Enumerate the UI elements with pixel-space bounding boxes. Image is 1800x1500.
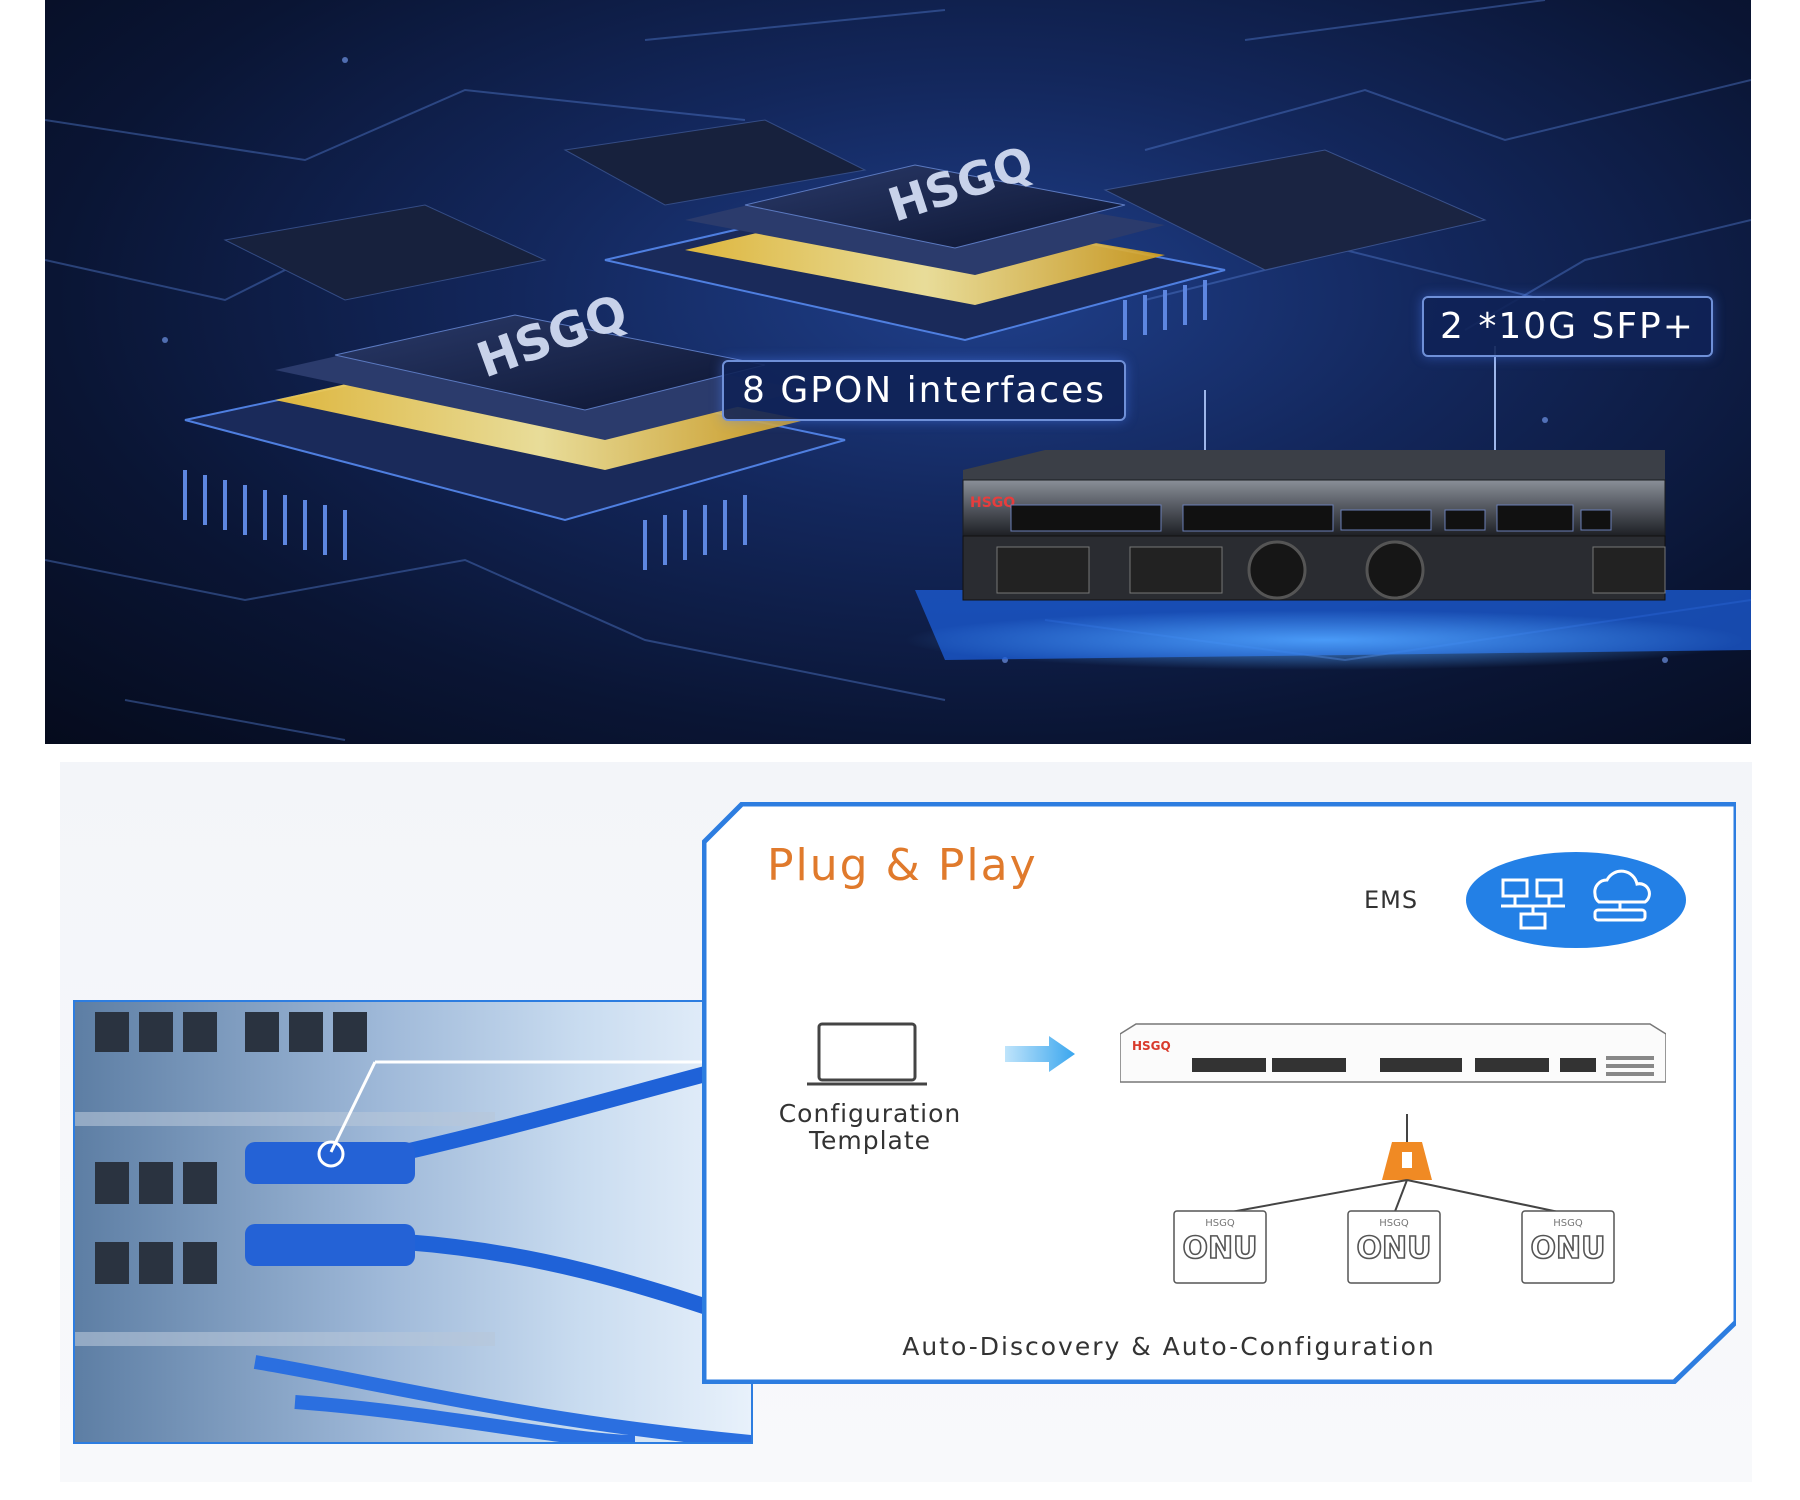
onu-icon: HSGQ ONU [1521,1210,1615,1284]
splitter-tree [1219,1114,1569,1214]
onu-brand-label: HSGQ [1379,1218,1409,1229]
cloud-icon [1593,869,1651,922]
olt-device-icon: HSGQ [1120,1023,1666,1083]
switch-ports [95,1012,367,1284]
configuration-template-label: Configuration Template [778,1099,962,1155]
chip-pins [183,280,1207,570]
background-chip [1103,149,1487,271]
onu-label: ONU [1531,1231,1606,1266]
device-brand-label: HSGQ [970,495,1015,511]
ems-network-icon [1466,852,1686,948]
onu-device: HSGQ ONU [1173,1210,1267,1284]
network-switch-cables-illustration [75,1012,751,1442]
onu-label: ONU [1183,1231,1258,1266]
laptop-icon [807,1022,927,1086]
plug-and-play-card: Plug & Play EMS Configuration Template H… [702,802,1736,1384]
splitter-icon [1382,1142,1432,1180]
onu-brand-label: HSGQ [1205,1218,1235,1229]
onu-brand-label: HSGQ [1553,1218,1583,1229]
background-chip [563,119,867,206]
card-title: Plug & Play [767,840,1038,891]
onu-icon: HSGQ ONU [1173,1210,1267,1284]
ems-label: EMS [1364,886,1419,914]
onu-device: HSGQ ONU [1347,1210,1441,1284]
chip-icon: HSGQ [184,284,846,522]
auto-discovery-label: Auto-Discovery & Auto-Configuration [902,1332,1436,1361]
card-frame [702,802,1736,1384]
arrow-right-icon [1005,1036,1075,1072]
olt-device-icon: HSGQ [962,450,1666,601]
hero-banner: HSGQ HSGQ HSGQ [45,0,1751,744]
sfp-ports-callout: 2 *10G SFP+ [1422,296,1713,357]
onu-label: ONU [1357,1231,1432,1266]
onu-icon: HSGQ ONU [1347,1210,1441,1284]
olt-brand-label: HSGQ [1132,1039,1171,1053]
circuit-board-illustration: HSGQ HSGQ HSGQ [45,0,1751,741]
ethernet-cable-photo [73,1000,753,1444]
gpon-interfaces-callout: 8 GPON interfaces [722,360,1126,421]
onu-device: HSGQ ONU [1521,1210,1615,1284]
device-glow [905,610,1745,670]
chip-icon: HSGQ [604,135,1226,342]
background-chip [223,204,547,301]
